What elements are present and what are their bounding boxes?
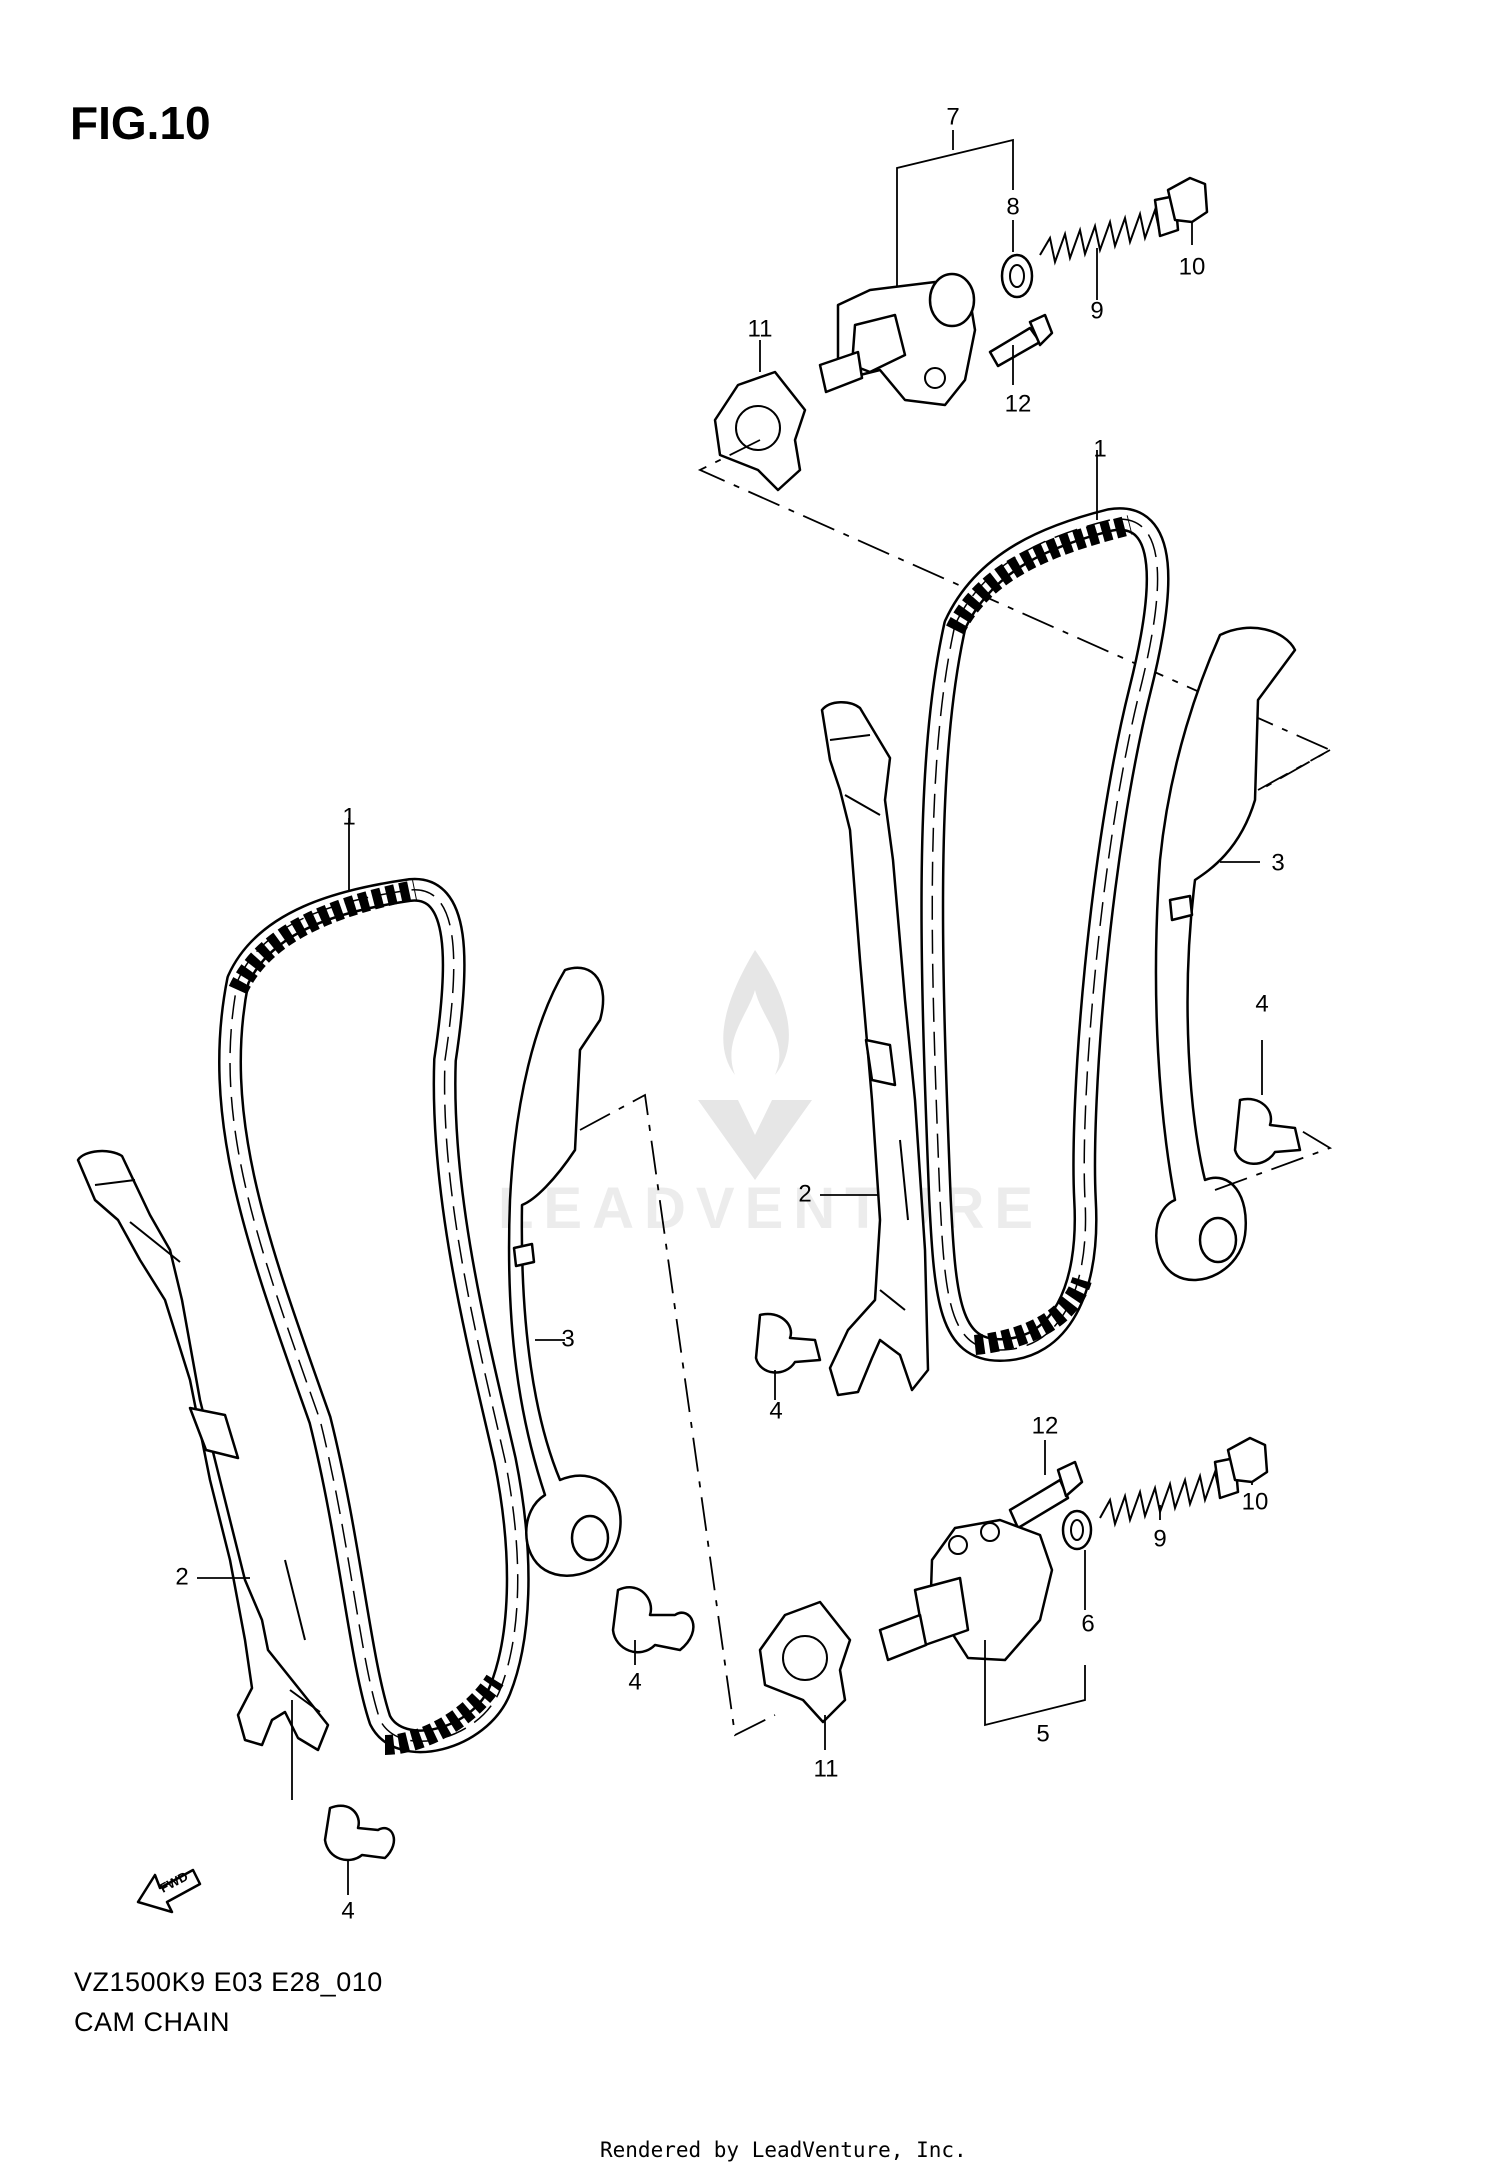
callout-3-right: 3 — [1271, 849, 1284, 876]
top-tensioner-assembly — [697, 130, 1332, 791]
callout-4-left-upper: 4 — [628, 1668, 641, 1695]
cam-chain-right — [920, 507, 1170, 1362]
callout-4-left-lower: 4 — [341, 1897, 354, 1924]
left-chain-set — [76, 818, 776, 1895]
tensioner-gasket-bottom — [758, 1600, 852, 1724]
callout-12-bottom: 12 — [1032, 1412, 1059, 1439]
bottom-tensioner-assembly — [758, 1436, 1269, 1750]
right-chain-set — [754, 450, 1333, 1400]
callout-9-top: 9 — [1090, 297, 1103, 324]
render-credit: Rendered by LeadVenture, Inc. — [600, 2138, 967, 2162]
watermark-text: LEADVENTURE — [498, 1176, 1043, 1241]
callout-10-top: 10 — [1179, 253, 1206, 280]
figure-title: FIG.10 — [70, 97, 211, 149]
model-code: VZ1500K9 E03 E28_010 — [74, 1967, 383, 1997]
callout-7-top: 7 — [946, 103, 959, 130]
spring-top — [1039, 206, 1161, 266]
callout-11-bottom: 11 — [814, 1755, 839, 1782]
callout-11-top: 11 — [748, 315, 773, 342]
tensioner-blade-right — [1154, 626, 1297, 1282]
callout-6-bottom: 6 — [1081, 1610, 1094, 1637]
bolt-12-top — [988, 326, 1042, 368]
guide-bolt-left-upper — [611, 1586, 695, 1654]
cam-chain-left — [218, 877, 530, 1755]
callout-12-top: 12 — [1005, 390, 1032, 417]
callout-4-right-upper: 4 — [1255, 990, 1268, 1017]
chain-guide-left — [76, 1149, 330, 1752]
callout-2-left: 2 — [175, 1563, 188, 1590]
callout-9-bottom: 9 — [1153, 1525, 1166, 1552]
washer-top — [1000, 253, 1034, 299]
guide-bolt-right-upper — [1233, 1097, 1302, 1165]
callout-3-left: 3 — [561, 1325, 574, 1352]
tensioner-gasket-top — [713, 370, 807, 492]
guide-bolt-left-lower — [323, 1804, 396, 1862]
callout-1-left: 1 — [342, 803, 355, 830]
callout-4-right-lower: 4 — [769, 1397, 782, 1424]
callout-8-top: 8 — [1006, 193, 1019, 220]
washer-bottom — [1061, 1509, 1093, 1551]
bolt-12-bottom — [1008, 1478, 1070, 1530]
fwd-arrow-icon: FWD — [136, 1868, 202, 1914]
callout-1-right: 1 — [1093, 435, 1106, 462]
guide-bolt-right-lower — [754, 1312, 822, 1374]
tensioner-blade-left — [507, 966, 622, 1577]
callout-10-bottom: 10 — [1242, 1488, 1269, 1515]
callouts: 7 8 9 10 11 12 1 2 3 4 4 1 2 3 4 4 12 10… — [175, 103, 1284, 1924]
callout-5-bottom: 5 — [1036, 1720, 1049, 1747]
callout-2-right: 2 — [798, 1180, 811, 1207]
diagram-name: CAM CHAIN — [74, 2007, 231, 2037]
